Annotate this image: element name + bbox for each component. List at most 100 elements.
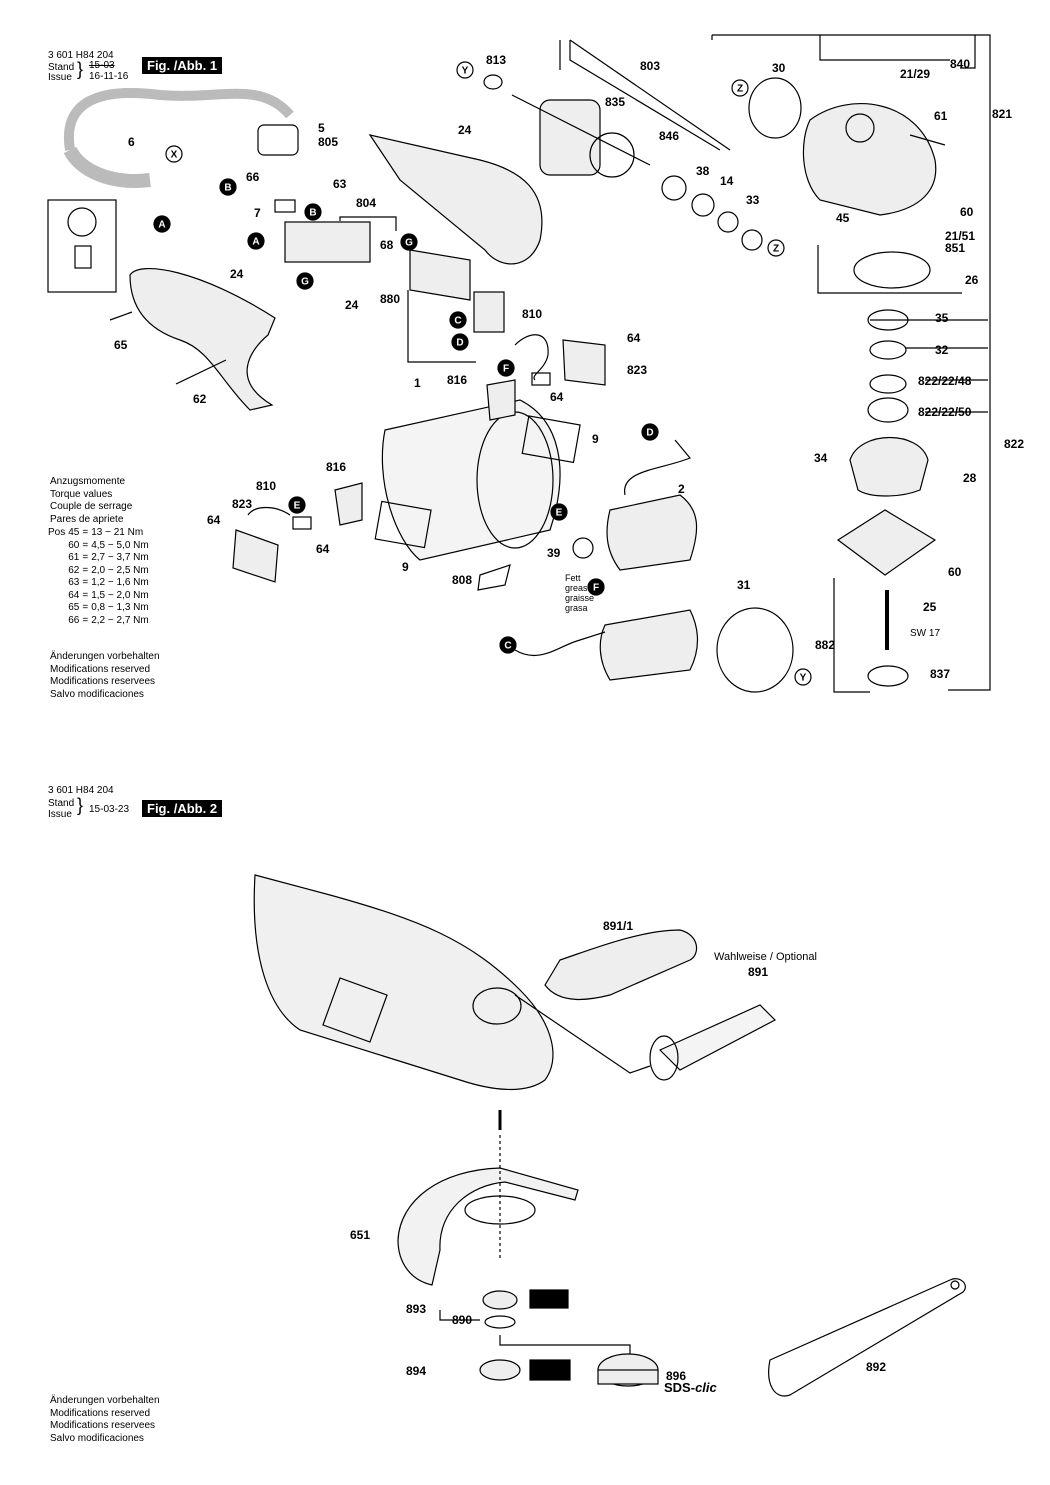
part-label: 851 [945, 241, 965, 255]
torque-row: 63=1,2 − 1,6 Nm [48, 577, 152, 590]
torque-eq: = [82, 527, 89, 538]
torque-pos: 62 [68, 564, 80, 576]
part-label: 60 [948, 565, 962, 579]
switch-lever [274, 199, 296, 213]
fig1-stand-label: Stand [48, 62, 75, 73]
spindle-part [867, 397, 909, 423]
flange-893 [482, 1290, 518, 1310]
fig2-tag: Fig. /Abb. 2 [142, 800, 223, 817]
part-label: 32 [935, 343, 949, 357]
bearing-39 [572, 537, 594, 559]
part-label: 24 [345, 298, 359, 312]
label-9-left [374, 500, 432, 549]
torque-value: 1,2 − 1,6 Nm [91, 577, 149, 588]
fig2-issue-label: Issue [48, 809, 72, 820]
torque-value: 1,5 − 2,0 Nm [91, 589, 149, 601]
screw-65 [109, 311, 133, 321]
part-label: 2 [678, 482, 685, 496]
torque-pos: 65 [68, 602, 80, 613]
part-label: 31 [737, 578, 751, 592]
aux-handle-891 [658, 1004, 777, 1071]
part-label: 24 [458, 123, 472, 137]
connector-letter: Y [462, 66, 469, 77]
torque-value: 13 − 21 Nm [91, 527, 144, 538]
part-label: 816 [326, 460, 346, 474]
part-label: 893 [406, 1302, 426, 1316]
grease-es: grasa [565, 603, 588, 613]
part-label: 894 [406, 1364, 426, 1378]
torque-row: 65=0,8 − 1,3 Nm [48, 602, 152, 615]
grease-en: grease [565, 583, 593, 593]
motor-housing [381, 399, 561, 561]
torque-value: 0,8 − 1,3 Nm [91, 602, 149, 613]
part-label: 62 [193, 392, 207, 406]
bracket-840 [960, 35, 976, 69]
part-label: 63 [333, 177, 347, 191]
connector-marker [497, 359, 515, 377]
connector-letter: A [252, 237, 259, 248]
part-label: 5 [318, 121, 325, 135]
part-label: 896 [666, 1369, 686, 1383]
connector-letter: G [405, 238, 413, 249]
part-label: 651 [350, 1228, 370, 1242]
nut-837 [867, 665, 909, 687]
part-label: 34 [814, 451, 828, 465]
connector-marker [153, 215, 171, 233]
flange-orientation-icon [529, 1289, 569, 1309]
connector-marker [247, 232, 265, 250]
part-label: 823 [627, 363, 647, 377]
fig1-tag: Fig. /Abb. 1 [142, 57, 223, 74]
gear-housing [802, 103, 937, 216]
torque-eq: = [82, 602, 89, 613]
part-label: 6 [128, 135, 135, 149]
torque-title-es: Pares de apriete [50, 513, 124, 525]
part-label: 823 [232, 497, 252, 511]
nut-orientation-icon [529, 1359, 571, 1381]
field-coil-bottom [599, 609, 699, 681]
spindle-lock [472, 987, 522, 1025]
part-label: 68 [380, 238, 394, 252]
part-label: 804 [356, 196, 376, 210]
sds-label: SDS-clic [664, 1380, 717, 1395]
spanner-892 [768, 1278, 966, 1397]
part-label: 9 [402, 560, 409, 574]
note-en: Modifications reserved [50, 663, 151, 675]
torque-eq: = [82, 552, 89, 563]
torque-value: 2,0 − 2,5 Nm [91, 564, 149, 576]
torque-value: 2,7 − 3,7 Nm [91, 552, 149, 563]
clamping-nut-894 [479, 1359, 521, 1381]
connector-letter: D [456, 338, 463, 349]
connector-letter: D [646, 428, 653, 439]
connector-letter: C [504, 641, 511, 652]
part-label: 891/1 [603, 919, 633, 933]
fig2-notes: Änderungen vorbehalten Modifications res… [50, 1395, 160, 1445]
handle-half-left [129, 268, 276, 411]
part-label: 880 [380, 292, 400, 306]
fig1-brace: } [77, 59, 84, 79]
part-label: 14 [720, 174, 734, 188]
part-label: 892 [866, 1360, 886, 1374]
connector-letter: G [301, 277, 309, 288]
note-en: Modifications reserved [50, 1407, 151, 1419]
lead-D [624, 439, 691, 496]
connector-letter: Z [773, 244, 779, 255]
grease-de: Fett [565, 573, 581, 583]
fig2-date: 15-03-23 [89, 804, 130, 815]
lead-810-right [514, 334, 549, 381]
bracket-882 [833, 578, 870, 693]
bearing-flange-31 [716, 607, 794, 693]
part-label: 21/51 [945, 229, 975, 243]
armature-shaft [511, 94, 651, 166]
part-label: 61 [934, 109, 948, 123]
torque-pos: 45 [68, 527, 80, 538]
connector-letter: Z [737, 84, 743, 95]
cover-823-right [562, 339, 606, 386]
connector-letter: C [454, 316, 461, 327]
part-label: 808 [452, 573, 472, 587]
schematic-motor [67, 207, 97, 237]
torque-title-de: Anzugsmomente [50, 476, 126, 487]
connector-letter: Y [800, 673, 807, 684]
torque-value: 4,5 − 5,0 Nm [91, 539, 149, 551]
plug [257, 124, 299, 156]
